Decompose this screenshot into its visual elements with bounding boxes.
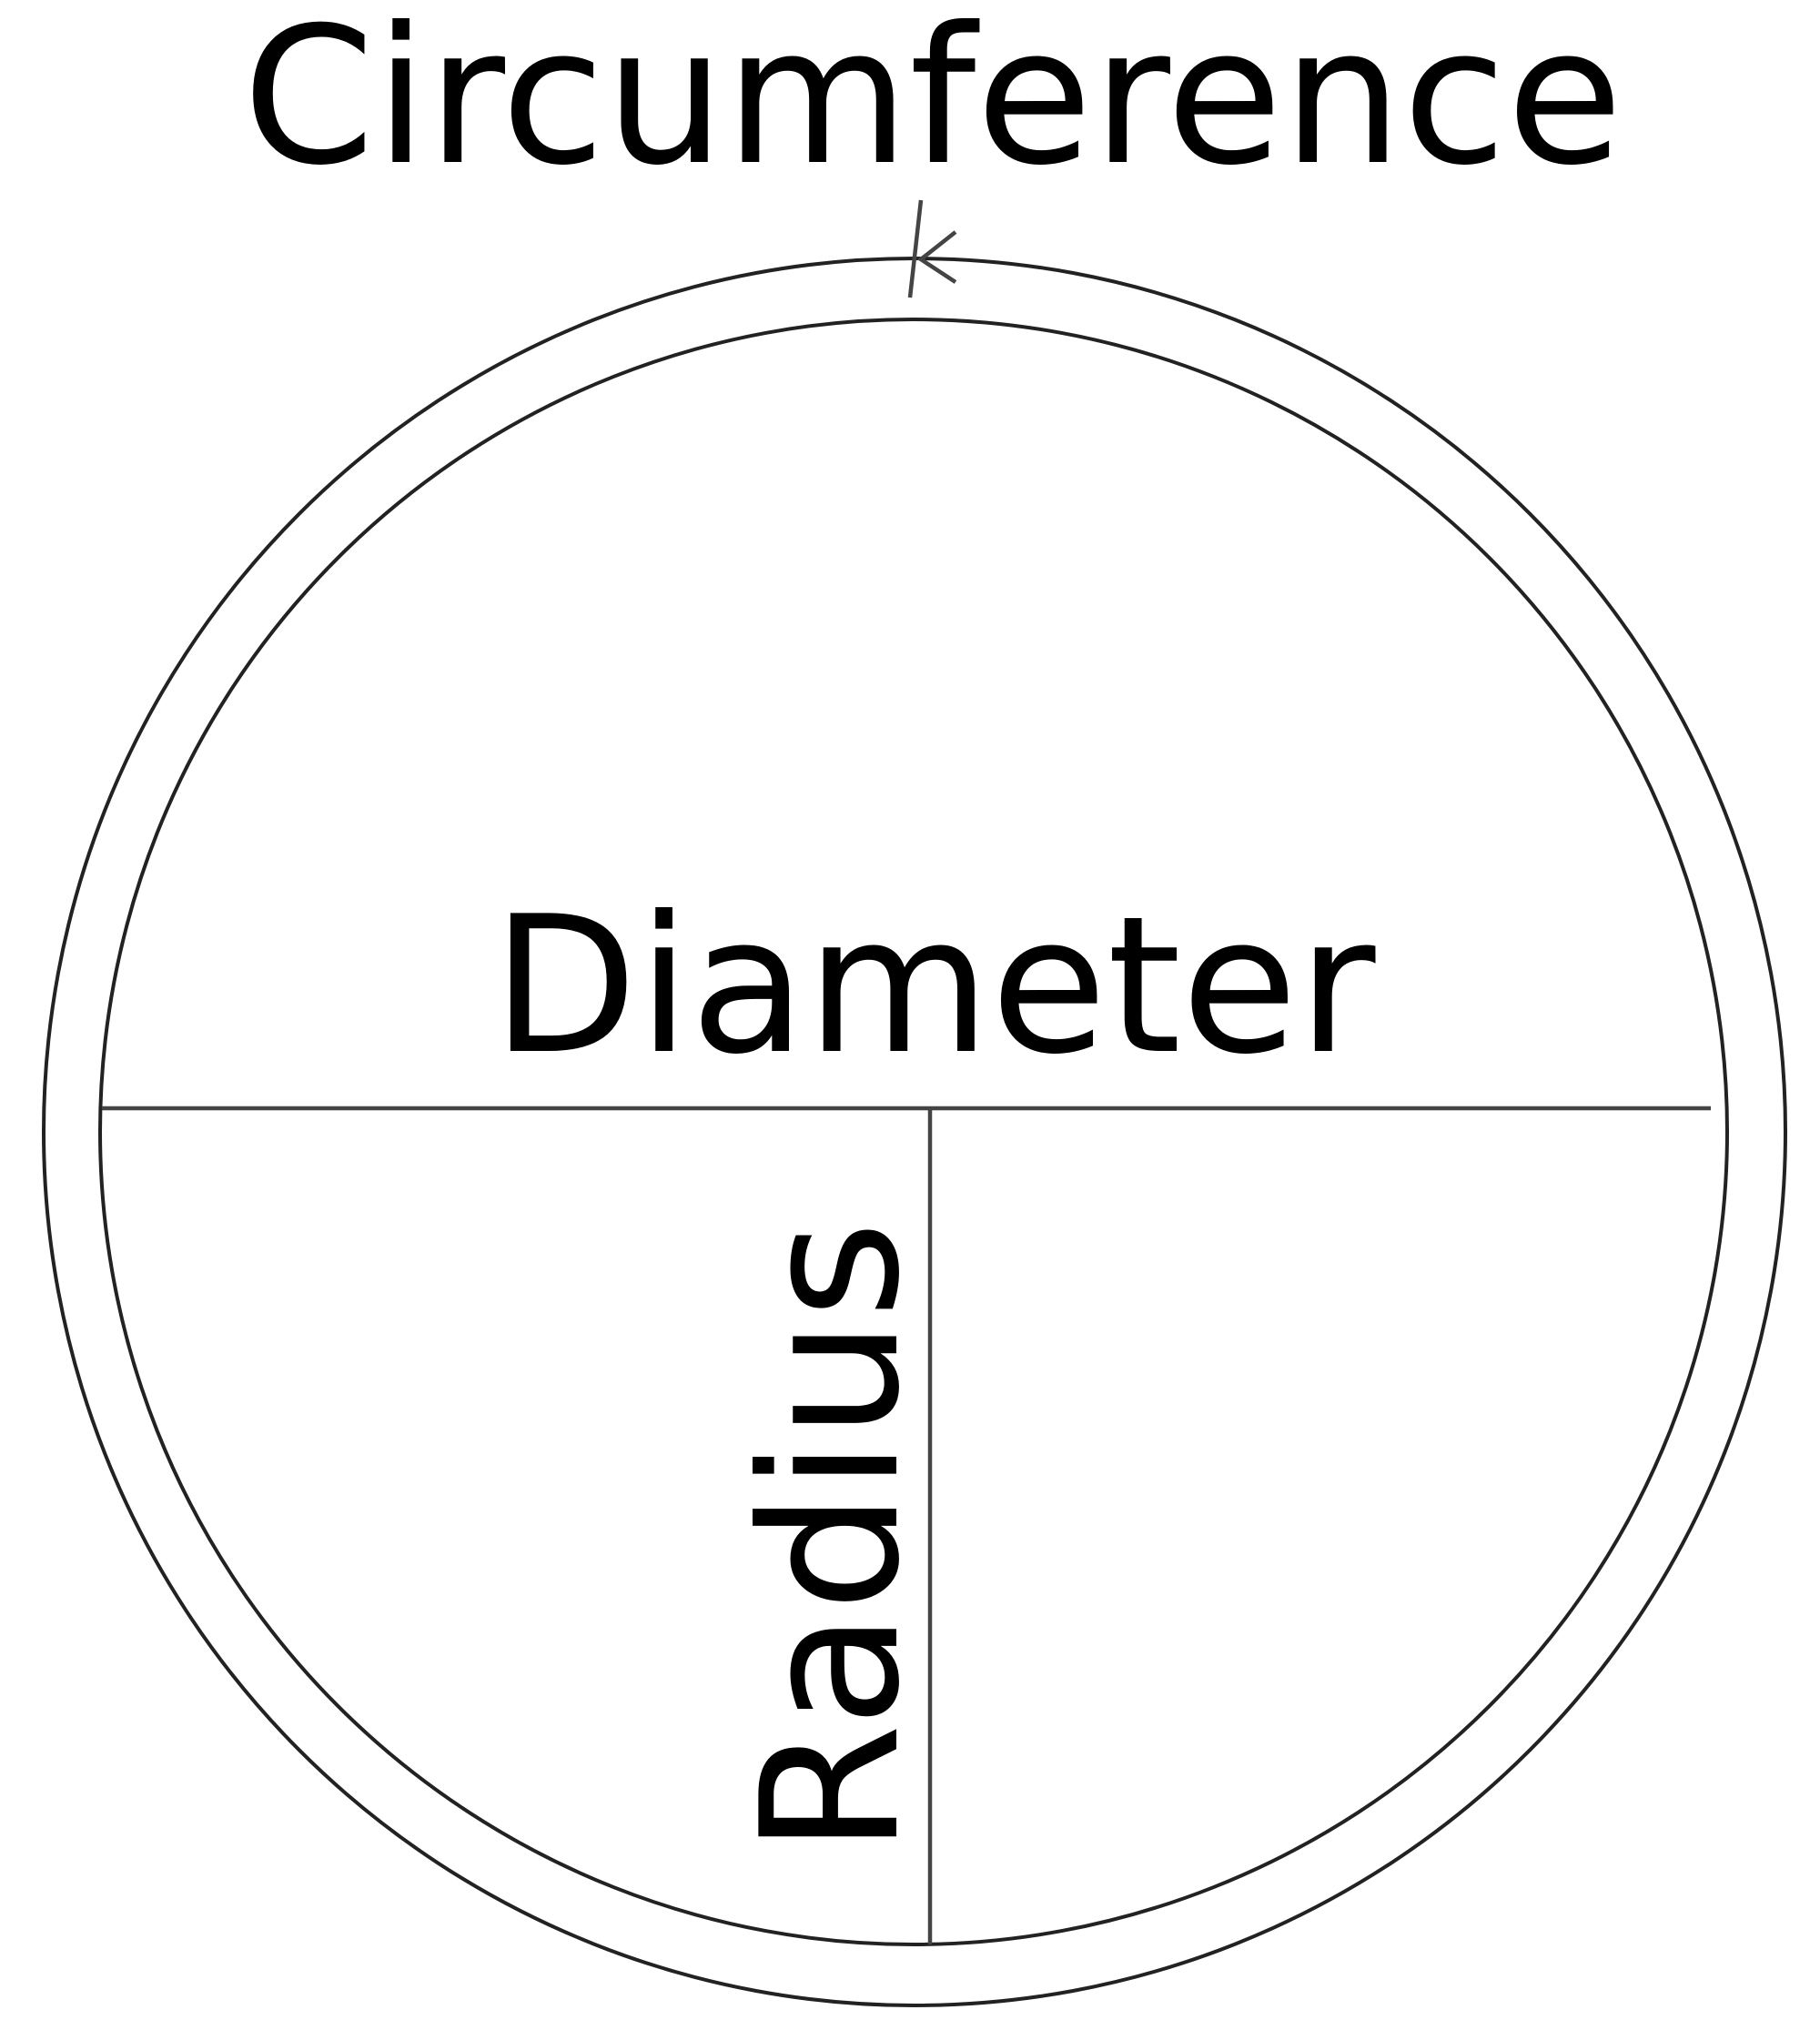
circumference-label: Circumference	[242, 0, 1623, 207]
inner-circle	[98, 318, 1729, 1946]
radius-label: Radius	[722, 1220, 942, 1854]
diameter-label: Diameter	[491, 876, 1376, 1096]
arrowhead-left-icon	[907, 199, 957, 298]
